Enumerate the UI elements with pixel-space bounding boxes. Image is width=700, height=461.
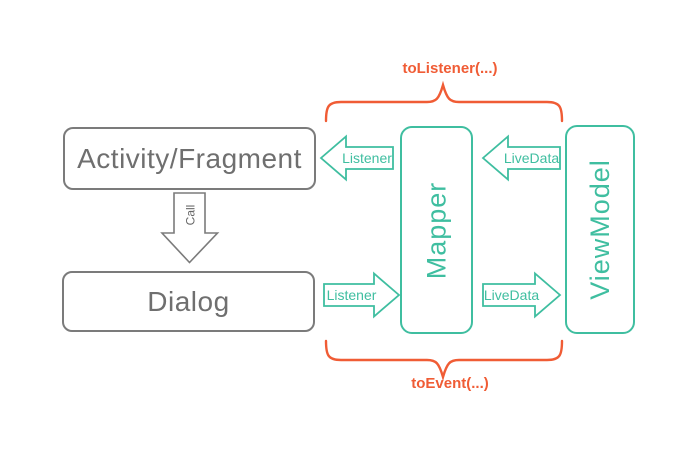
activity-fragment-box: Activity/Fragment [63,127,316,190]
listener-arrow-bottom-label: Listener [326,287,377,303]
left-arrow-icon [319,134,394,182]
right-arrow-icon [323,271,401,319]
dialog-box: Dialog [62,271,315,332]
brace-top-icon [324,80,564,123]
down-arrow-icon [160,192,220,264]
livedata-arrow-top-label: LiveData [503,150,560,166]
activity-fragment-label: Activity/Fragment [77,142,302,174]
viewmodel-label: ViewModel [584,159,615,300]
brace-bottom-icon [324,339,564,382]
listener-arrow-top: Listener [319,134,394,182]
dialog-label: Dialog [147,285,230,317]
listener-arrow-top-label: Listener [342,150,392,166]
to-listener-annotation: toListener(...) [402,60,498,77]
viewmodel-box: ViewModel [565,125,635,334]
call-arrow-label-wrap: Call [167,198,213,232]
right-arrow-icon [482,271,562,319]
left-arrow-icon [481,134,561,182]
mapper-label: Mapper [421,181,452,279]
livedata-arrow-bottom-label: LiveData [483,287,540,303]
mapper-box: Mapper [400,126,473,334]
call-arrow-label: Call [182,204,197,226]
call-arrow: Call [160,192,220,264]
livedata-arrow-top: LiveData [481,134,561,182]
livedata-arrow-bottom: LiveData [482,271,562,319]
listener-arrow-bottom: Listener [323,271,401,319]
to-event-annotation: toEvent(...) [411,375,489,392]
